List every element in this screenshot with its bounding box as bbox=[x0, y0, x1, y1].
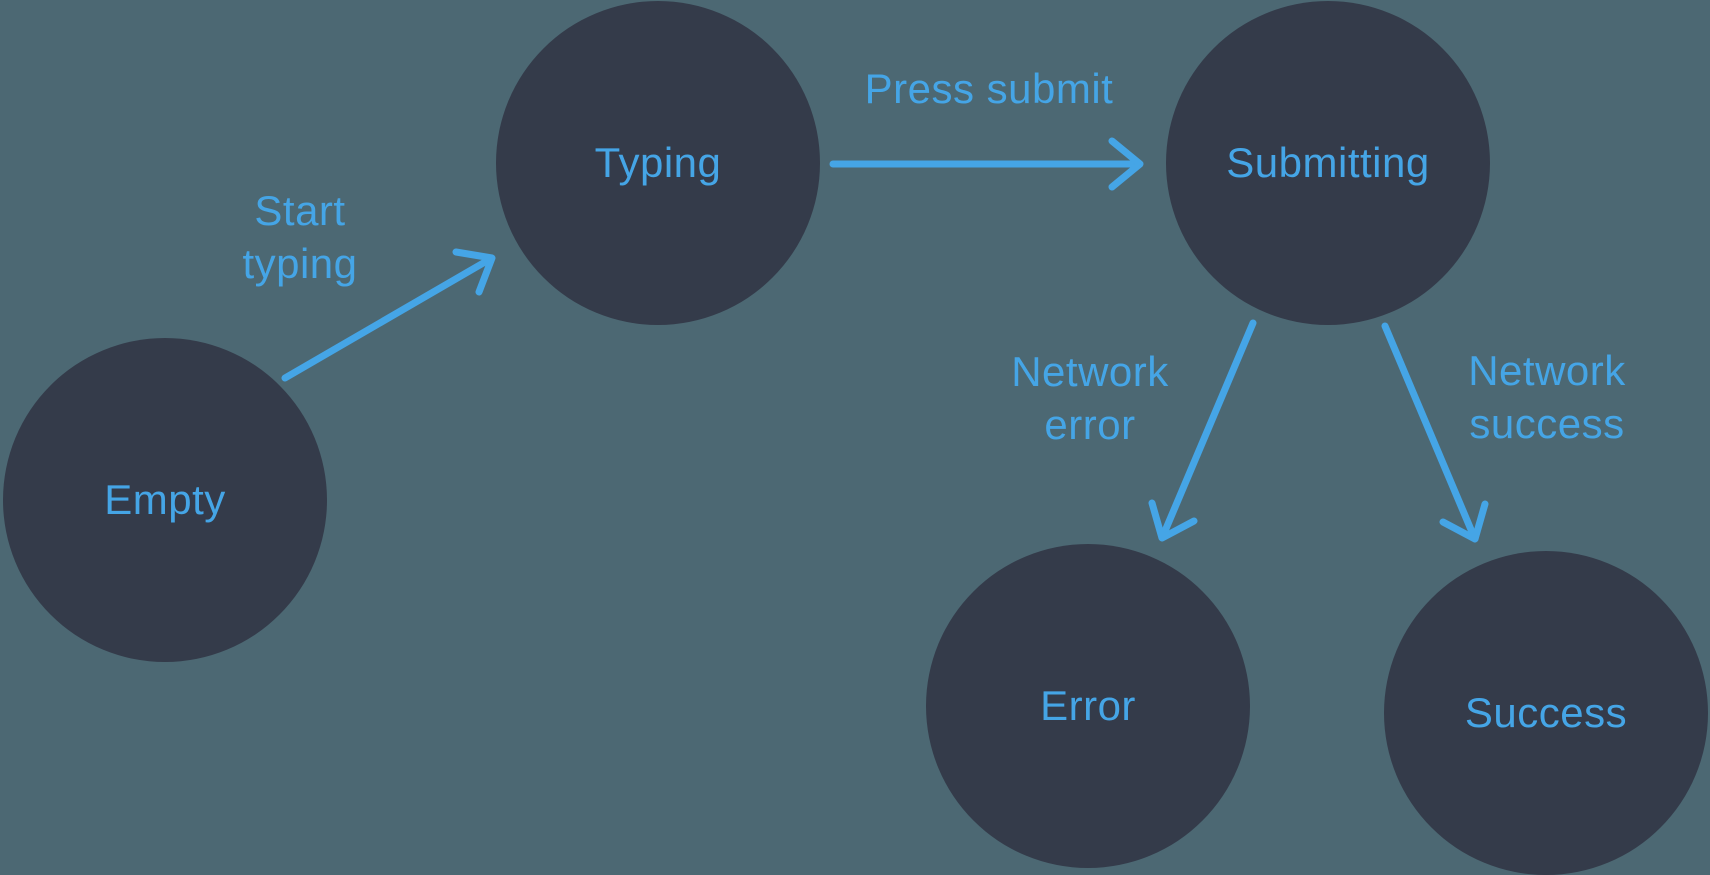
edge-submitting-success-arrowhead-icon bbox=[1439, 500, 1489, 543]
state-node-typing: Typing bbox=[496, 1, 820, 325]
edge-label-line: typing bbox=[242, 240, 358, 287]
edge-label-line: Network bbox=[1468, 347, 1626, 394]
state-node-empty-label: Empty bbox=[104, 476, 226, 523]
edge-label-line: success bbox=[1469, 400, 1625, 447]
edge-empty-typing-arrowhead-icon bbox=[452, 248, 496, 296]
edge-label-press-submit: Press submit bbox=[789, 62, 1189, 115]
edge-label-line: Press submit bbox=[864, 65, 1114, 112]
state-node-success: Success bbox=[1384, 551, 1708, 875]
state-node-typing-label: Typing bbox=[594, 139, 722, 186]
edge-label-start-typing: Start typing bbox=[150, 184, 450, 290]
state-node-error: Error bbox=[926, 544, 1250, 868]
state-node-empty: Empty bbox=[3, 338, 327, 662]
edge-submitting-error-line bbox=[1161, 319, 1257, 535]
edge-empty-typing-line bbox=[281, 258, 489, 382]
state-node-success-label: Success bbox=[1464, 689, 1628, 736]
edge-label-line: Network bbox=[1011, 348, 1169, 395]
edge-label-line: Start bbox=[254, 187, 346, 234]
edge-label-network-error: Network error bbox=[940, 345, 1240, 451]
edge-label-network-success: Network success bbox=[1397, 344, 1697, 450]
edge-typing-submitting-arrowhead-icon bbox=[1108, 137, 1144, 191]
state-node-error-label: Error bbox=[1040, 682, 1136, 729]
edge-submitting-success-line bbox=[1381, 322, 1476, 536]
state-node-submitting-label: Submitting bbox=[1226, 139, 1430, 186]
edge-label-line: error bbox=[1044, 401, 1136, 448]
state-node-submitting: Submitting bbox=[1166, 1, 1490, 325]
edge-submitting-error-arrowhead-icon bbox=[1148, 499, 1198, 542]
